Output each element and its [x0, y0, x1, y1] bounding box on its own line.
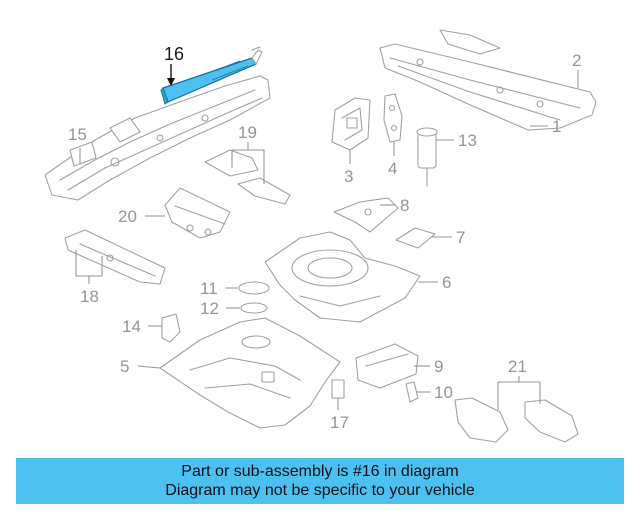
info-banner: Part or sub-assembly is #16 in diagram D… [16, 458, 624, 504]
callout-4: 4 [388, 142, 397, 178]
callout-1-label: 1 [552, 117, 561, 136]
part-17-bracket[interactable] [331, 379, 345, 399]
part-19-brackets[interactable] [204, 149, 291, 205]
callout-10: 10 [416, 383, 453, 402]
banner-line-1: Part or sub-assembly is #16 in diagram [181, 463, 459, 480]
callout-12-label: 12 [200, 299, 219, 318]
callout-6: 6 [418, 273, 451, 292]
callout-13: 13 [436, 131, 477, 150]
part-10-bracket[interactable] [405, 381, 419, 403]
part-20-crossmember[interactable] [164, 187, 231, 239]
part-13-bump-stop[interactable] [416, 127, 438, 187]
part-15-side-rail[interactable] [44, 75, 271, 201]
part-1-2-rear-member[interactable] [379, 29, 597, 131]
part-18-rail[interactable] [64, 229, 166, 285]
part-11-grommet[interactable] [238, 281, 270, 295]
callout-2: 2 [572, 51, 581, 88]
callout-17: 17 [330, 398, 349, 432]
part-3-bracket[interactable] [331, 97, 371, 151]
part-9-member[interactable] [355, 343, 419, 389]
callout-20-label: 20 [118, 207, 137, 226]
callout-20: 20 [118, 207, 165, 226]
callout-12: 12 [200, 299, 240, 318]
callout-4-label: 4 [388, 159, 397, 178]
callout-8: 8 [380, 196, 409, 215]
part-7-plate[interactable] [395, 227, 436, 249]
part-21-panels[interactable] [454, 397, 579, 443]
banner-line-2: Diagram may not be specific to your vehi… [165, 482, 475, 499]
callout-2-label: 2 [572, 51, 581, 70]
callout-9: 9 [414, 357, 443, 376]
callout-11: 11 [200, 279, 238, 298]
callout-18-label: 18 [80, 287, 99, 306]
callout-11-label: 11 [200, 279, 218, 298]
callout-19-label: 19 [238, 123, 257, 142]
callout-16-label: 16 [164, 44, 184, 64]
parts-diagram: 16 15 2 1 3 4 13 19 20 8 7 [44, 29, 597, 443]
part-14-clip[interactable] [161, 313, 181, 343]
callout-17-label: 17 [330, 413, 349, 432]
callout-3-label: 3 [344, 167, 353, 186]
part-16-highlighted[interactable] [160, 57, 257, 105]
callout-21-label: 21 [508, 357, 527, 376]
part-8-bracket[interactable] [333, 197, 399, 233]
part-6-wheel-well[interactable] [264, 231, 421, 323]
callout-21: 21 [497, 357, 541, 410]
part-4-bracket[interactable] [383, 93, 403, 143]
callout-18: 18 [75, 250, 103, 306]
callout-7: 7 [432, 228, 465, 247]
part-5-floor-pan[interactable] [159, 317, 341, 429]
callout-5: 5 [120, 357, 161, 376]
callout-9-label: 9 [434, 357, 443, 376]
callout-7-label: 7 [456, 228, 465, 247]
callout-13-label: 13 [458, 131, 477, 150]
part-12-grommet[interactable] [240, 302, 268, 314]
callout-19: 19 [231, 123, 265, 184]
callout-10-label: 10 [434, 383, 453, 402]
callout-14-label: 14 [122, 317, 141, 336]
callout-6-label: 6 [442, 273, 451, 292]
callout-3: 3 [344, 150, 353, 186]
callout-15: 15 [68, 125, 87, 164]
callout-14: 14 [122, 317, 162, 336]
callout-8-label: 8 [400, 196, 409, 215]
callout-5-label: 5 [120, 357, 129, 376]
callout-1: 1 [530, 117, 561, 136]
part-16-extension [251, 46, 263, 65]
callout-15-label: 15 [68, 125, 87, 144]
callout-16: 16 [164, 44, 184, 86]
